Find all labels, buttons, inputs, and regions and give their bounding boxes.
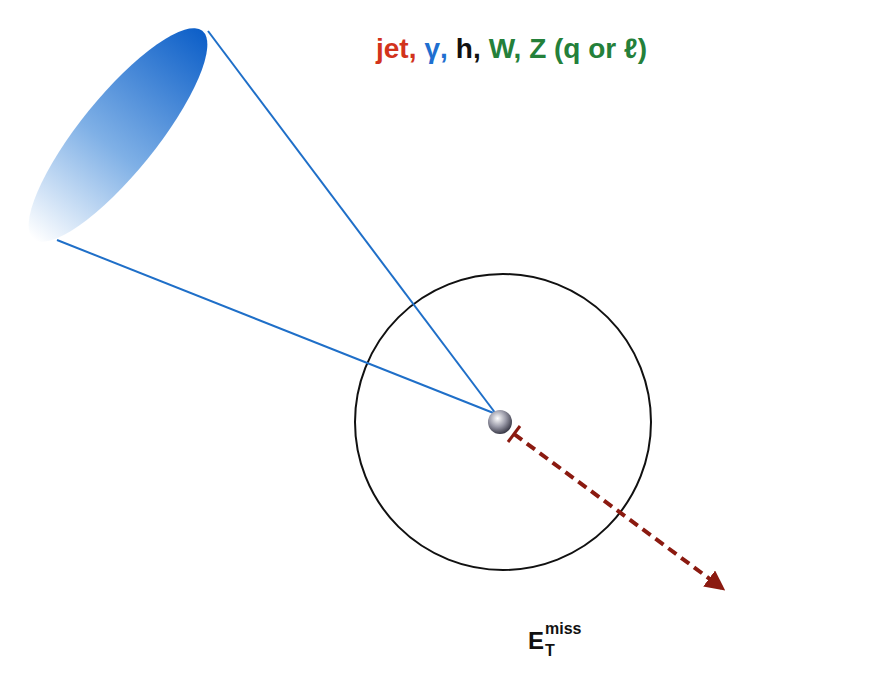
particle-label: W, Z (q or ℓ) [489,34,647,65]
met-symbol: E [528,628,544,654]
met-subscript: T [545,642,555,660]
cone-edge [57,240,496,414]
jet-cone-cap [4,7,232,263]
particle-label: jet, [376,34,416,65]
interaction-point [488,410,512,434]
met-superscript: miss [545,620,581,638]
missing-energy-arrow [514,434,722,588]
detector-circle [355,274,651,570]
particle-label: γ, [424,34,447,65]
particle-label: h, [456,34,481,65]
